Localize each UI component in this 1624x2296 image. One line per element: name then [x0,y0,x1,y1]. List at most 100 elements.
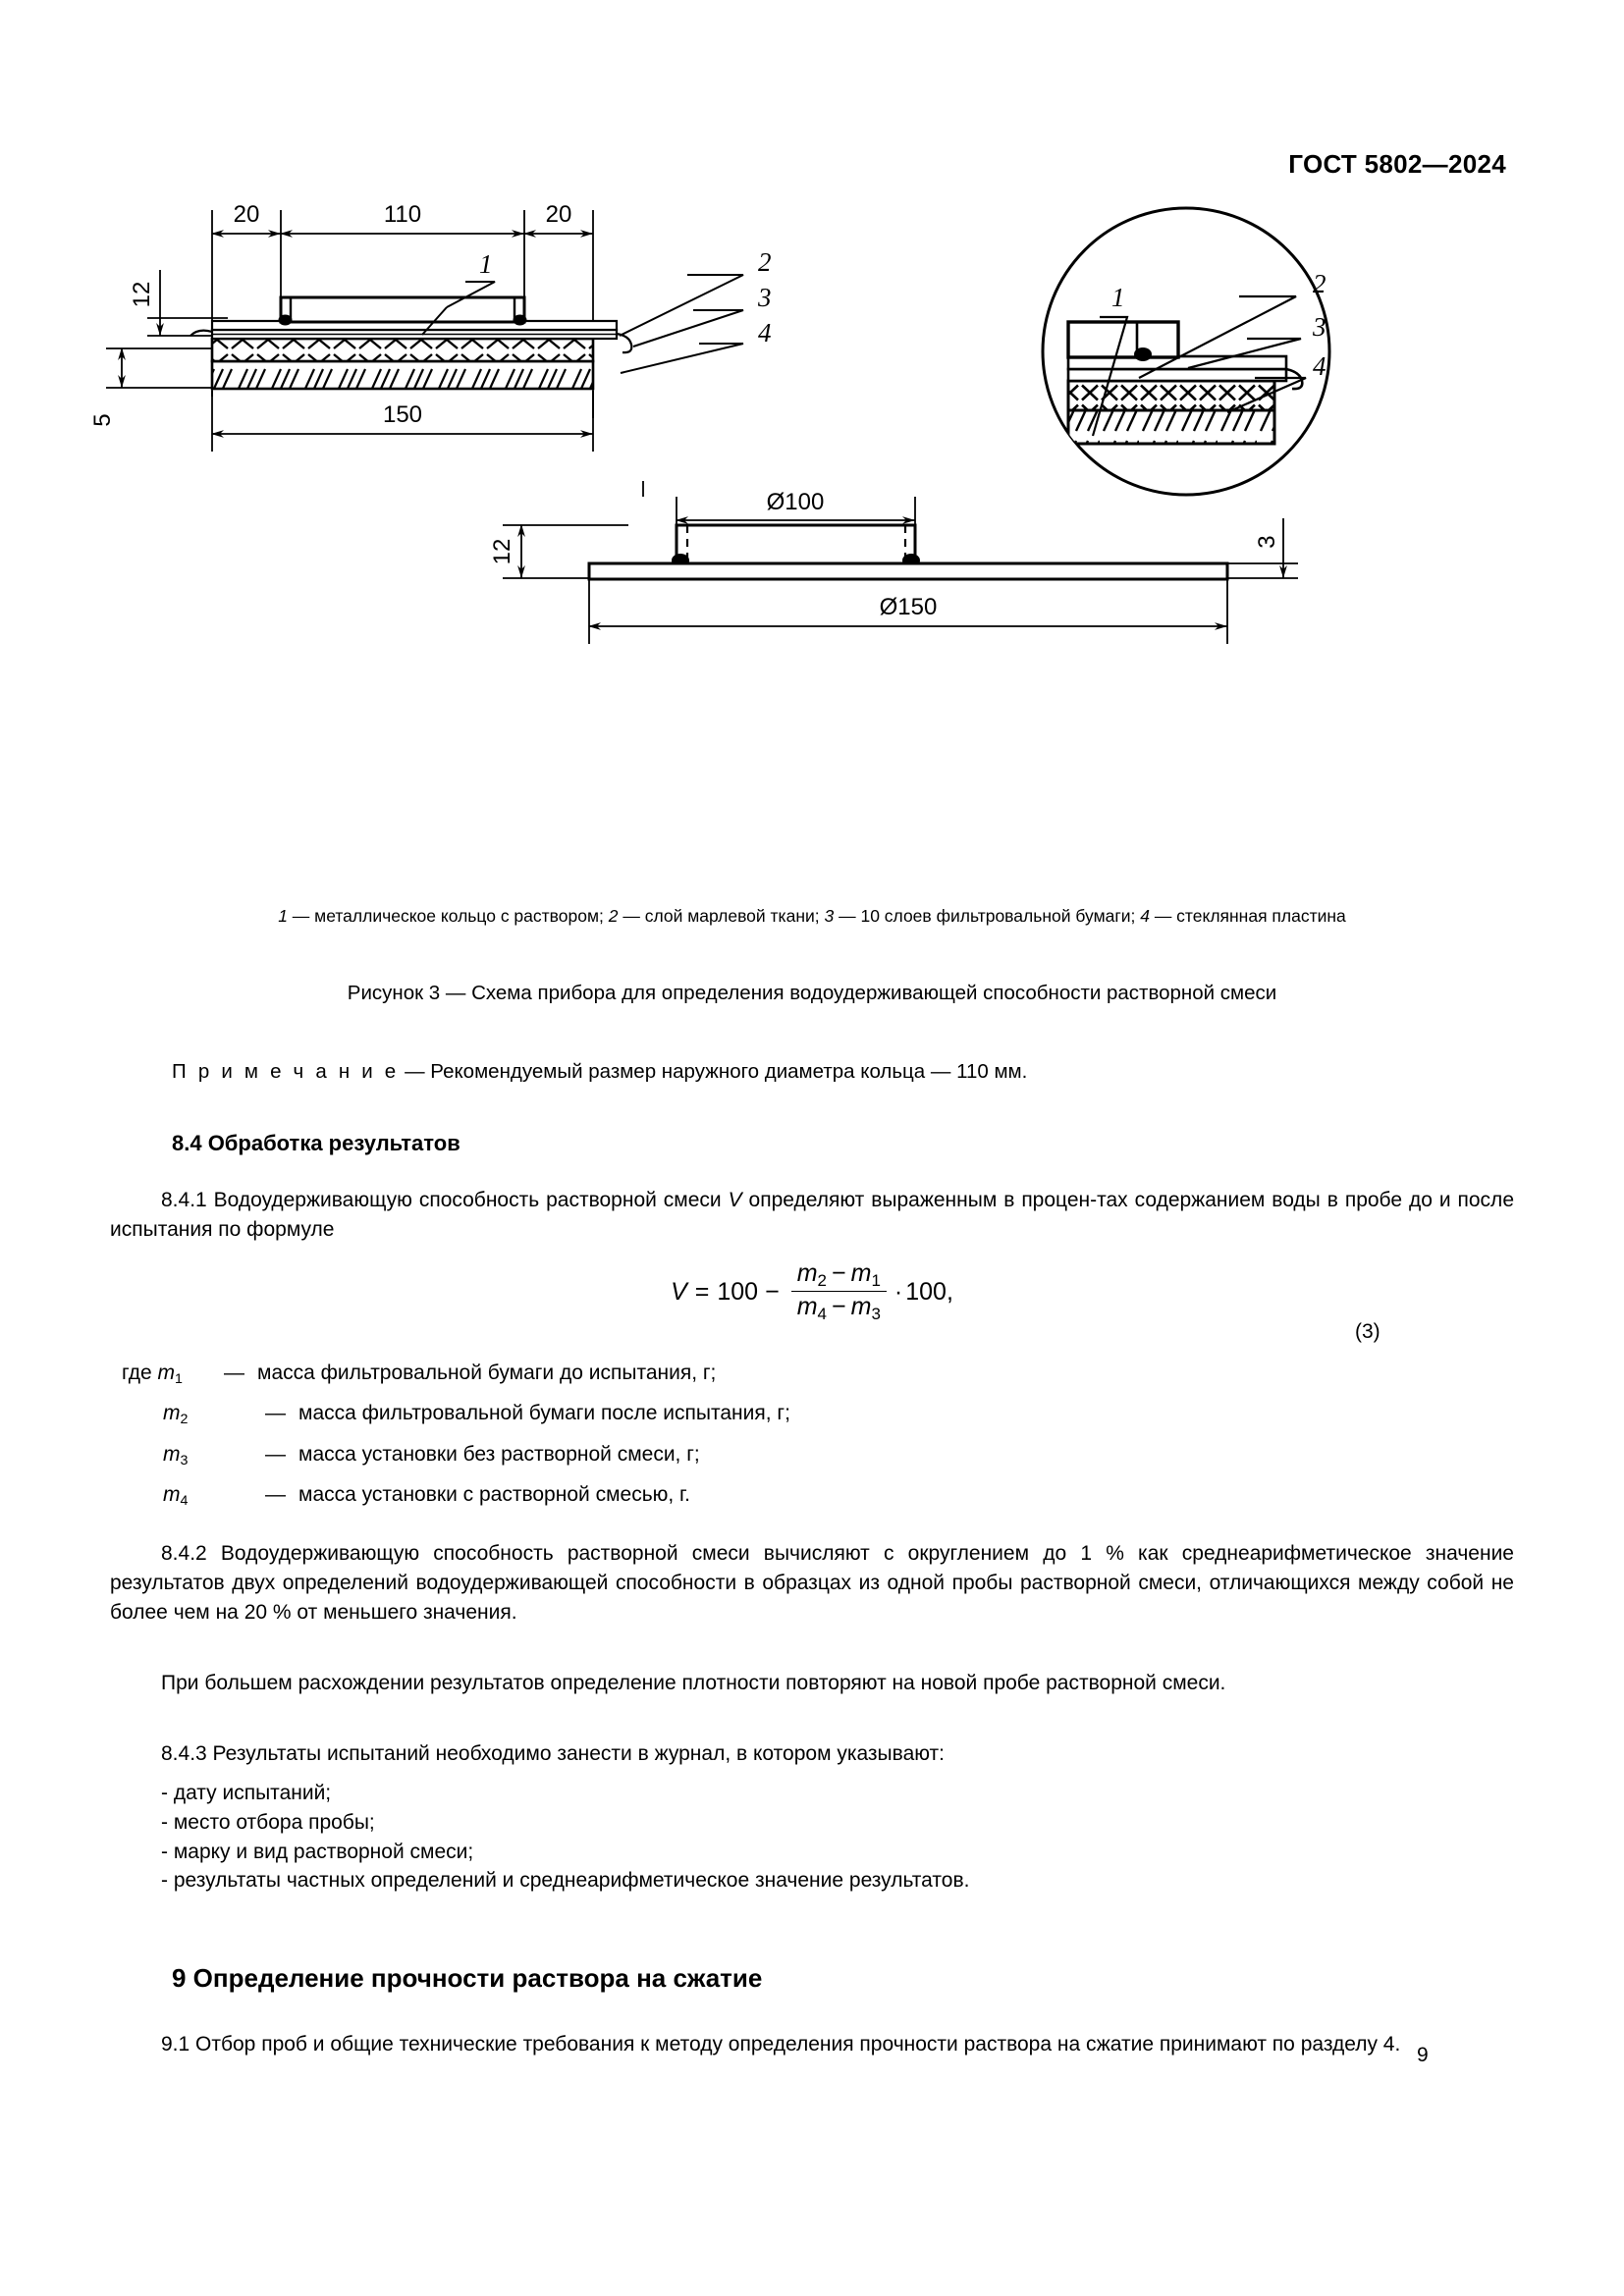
para-8-4-1: 8.4.1 Водоудерживающую способность раств… [110,1186,1514,1245]
svg-text:Ø150: Ø150 [880,594,938,620]
where-text: масса фильтровальной бумаги до испытания… [257,1362,717,1384]
where-label: где m1 [122,1362,224,1386]
where-text: масса установки без растворной смеси, г; [298,1442,700,1466]
variable-v: V [728,1189,742,1211]
svg-text:3: 3 [1312,312,1326,342]
figure-legend: 1 — металлическое кольцо с раствором; 2 … [110,903,1514,930]
svg-text:4: 4 [758,318,772,347]
num-m2-sub: 2 [817,1270,827,1290]
where-symbol-sub: 1 [175,1370,183,1387]
where-list: где m1 — масса фильтровальной бумаги до … [122,1362,790,1524]
para-repeat: При большем расхождении результатов опре… [110,1669,1514,1698]
num-m2: m [796,1259,818,1287]
svg-text:20: 20 [234,201,260,228]
den-m3-sub: 3 [871,1305,881,1324]
num-m1-sub: 1 [871,1270,881,1290]
list-item: - место отбора пробы; [161,1810,375,1834]
fraction-numerator: m2−m1 [791,1261,887,1291]
note-text: — Рекомендуемый размер наружного диаметр… [399,1060,1028,1083]
legend-num-1: 1 [278,906,288,926]
formula-tail: 100, [905,1277,953,1306]
legend-num-4: 4 [1140,906,1150,926]
num-m1: m [850,1259,872,1287]
para-9-1-text: 9.1 Отбор проб и общие технические требо… [161,2033,1401,2056]
where-row: m2 — масса фильтровальной бумаги после и… [122,1403,790,1426]
formula-equals: = [694,1277,710,1306]
where-label: m3 [122,1444,265,1468]
svg-text:12: 12 [489,539,515,565]
svg-text:4: 4 [1313,351,1326,381]
list-item: - дату испытаний; [161,1782,332,1804]
para-repeat-text: При большем расхождении результатов опре… [161,1672,1226,1694]
svg-text:5: 5 [89,413,116,426]
para-8-4-2-text: 8.4.2 Водоудерживающую способность раств… [110,1542,1514,1624]
svg-text:2: 2 [1313,269,1326,298]
para-8-4-3: 8.4.3 Результаты испытаний необходимо за… [110,1739,1514,1769]
den-minus: − [832,1293,846,1321]
formula-lhs: V [671,1277,687,1306]
where-row: где m1 — масса фильтровальной бумаги до … [122,1362,790,1386]
para-8-4-3-text: 8.4.3 Результаты испытаний необходимо за… [161,1742,945,1765]
formula-3: V = 100 − m2−m1 m4−m3 · 100, [0,1261,1624,1323]
where-dash: — [224,1362,244,1384]
where-dash: — [265,1442,286,1466]
svg-text:3: 3 [757,283,772,312]
where-symbol: m [163,1482,181,1506]
formula-number: (3) [1355,1320,1380,1343]
where-symbol: m [157,1362,176,1384]
page-number: 9 [1417,2044,1429,2066]
where-text: масса фильтровальной бумаги после испыта… [298,1402,790,1425]
standard-header: ГОСТ 5802—2024 [1288,149,1506,179]
para-8-4-2: 8.4.2 Водоудерживающую способность раств… [110,1539,1514,1627]
para-9-1: 9.1 Отбор проб и общие технические требо… [110,2030,1514,2059]
list-item: - марку и вид растворной смеси; [161,1840,474,1863]
where-intro: где [122,1362,152,1384]
svg-text:3: 3 [1254,535,1280,548]
heading-9: 9 Определение прочности раствора на сжат… [172,1963,763,1993]
where-label: m2 [122,1403,265,1426]
where-dash: — [265,1482,286,1506]
figure-3-diagram: 20 110 20 12 5 [0,187,1624,854]
svg-text:Ø100: Ø100 [767,489,825,515]
where-symbol: m [163,1442,181,1466]
where-dash: — [265,1402,286,1425]
note-block: П р и м е ч а н и е — Рекомендуемый разм… [172,1060,1507,1084]
where-text: масса установки с растворной смесью, г. [298,1482,690,1506]
svg-text:1: 1 [1111,283,1125,312]
svg-text:2: 2 [758,247,772,277]
legend-num-2: 2 [608,906,619,926]
list-item: - результаты частных определений и средн… [161,1869,970,1893]
legend-text-3: — 10 слоев фильтровальной бумаги; [834,906,1141,926]
formula-fraction: m2−m1 m4−m3 [790,1261,887,1322]
formula-const-100: 100 [717,1277,759,1306]
where-label: m4 [122,1484,265,1508]
figure-caption: Рисунок 3 — Схема прибора для определени… [347,982,1277,1004]
where-symbol-sub: 3 [180,1452,189,1468]
legend-num-3: 3 [824,906,835,926]
para-8-4-1-a: 8.4.1 Водоудерживающую способность раств… [161,1189,729,1211]
svg-text:12: 12 [129,282,155,308]
formula-dot: · [893,1277,903,1306]
where-symbol: m [163,1402,181,1425]
num-minus: − [832,1259,846,1287]
den-m3: m [850,1293,872,1321]
fraction-denominator: m4−m3 [791,1292,887,1322]
where-symbol-sub: 4 [180,1492,189,1509]
svg-text:1: 1 [479,249,493,279]
svg-text:20: 20 [546,201,572,228]
where-symbol-sub: 2 [180,1412,189,1428]
svg-text:110: 110 [384,201,421,228]
den-m4: m [796,1293,818,1321]
bullet-list: - дату испытаний; - место отбора пробы; … [161,1779,1565,1896]
heading-8-4: 8.4 Обработка результатов [172,1131,460,1155]
legend-text-2: — слой марлевой ткани; [618,906,825,926]
legend-text-4: — стеклянная пластина [1149,906,1346,926]
svg-text:150: 150 [383,401,422,428]
legend-text-1: — металлическое кольцо с раствором; [287,906,609,926]
para-8-4-1-b: определяют выраженным в процен-тах содер… [110,1189,1514,1241]
where-row: m3 — масса установки без растворной смес… [122,1444,790,1468]
note-label: П р и м е ч а н и е [172,1060,400,1083]
fraction-bar [790,1290,887,1293]
formula-minus: − [765,1277,780,1306]
